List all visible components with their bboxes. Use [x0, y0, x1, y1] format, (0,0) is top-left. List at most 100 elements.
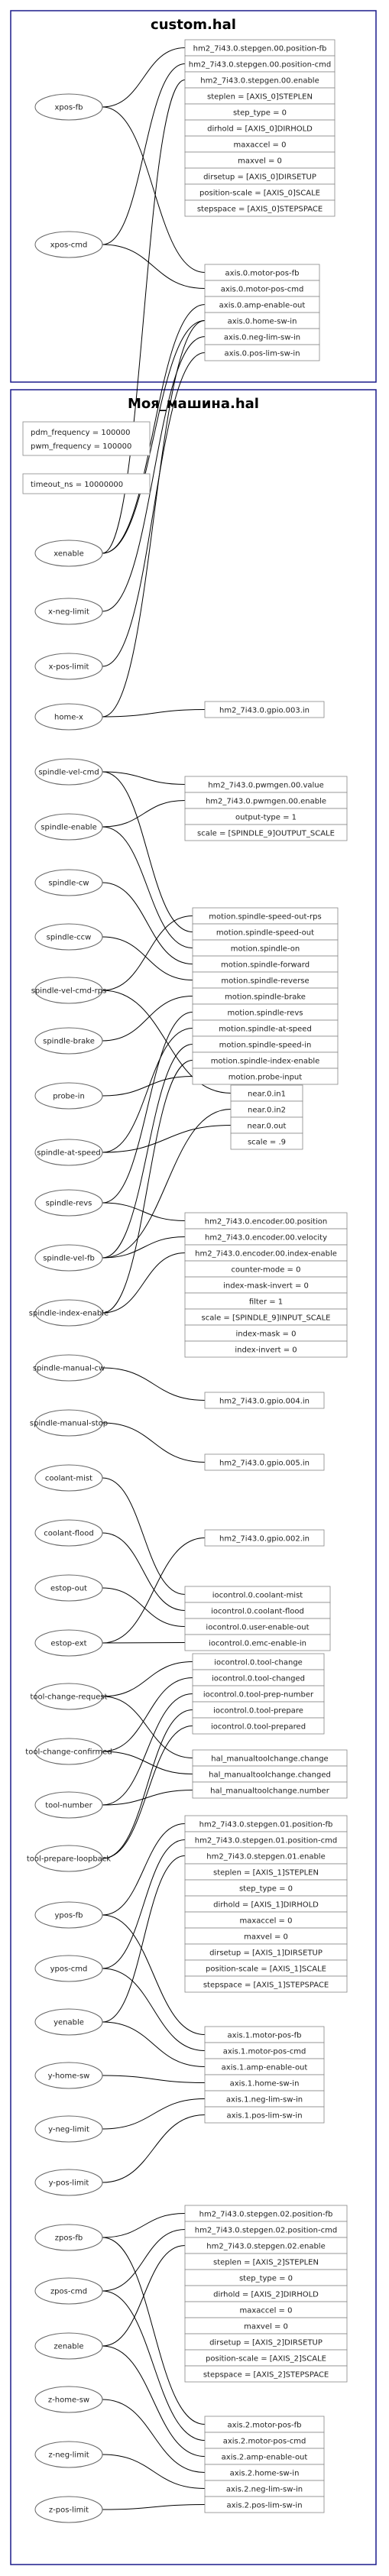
- wire-xpos-cmd-to-hm2-7i43-0-stepgen-00-position-cmd: [102, 63, 186, 245]
- pin-label-hm2-7i43-0-stepgen-00-position-cmd: hm2_7i43.0.stepgen.00.position-cmd: [189, 61, 331, 70]
- wire-xpos-cmd-to-axis-0-motor-pos-cmd: [102, 244, 206, 289]
- pin-label-motion-spindle-index-enable: motion.spindle-index-enable: [211, 1058, 320, 1066]
- pin-label-axis-2-motor-pos-cmd: axis.2.motor-pos-cmd: [223, 2438, 306, 2446]
- pin-label-axis-2-pos-lim-sw-in: axis.2.pos-lim-sw-in: [226, 2502, 302, 2510]
- signal-wires: [102, 47, 232, 2510]
- signal-label-coolant-mist: coolant-mist: [45, 1475, 92, 1483]
- signal-node-ypos-fb: [34, 1901, 103, 1929]
- motion-spindle-node: motion.spindle-speed-out-rps motion.spind…: [192, 907, 339, 1085]
- wire-coolant-flood-to-iocontrol-0-coolant-flood: [102, 1532, 186, 1611]
- wire-spindle-revs-to-motion-spindle-revs: [102, 1012, 193, 1204]
- wire-spindle-index-enable-to-motion-spindle-index-enable: [102, 1060, 193, 1314]
- wire-estop-out-to-iocontrol-0-user-enable-out: [102, 1587, 186, 1627]
- signal-label-ypos-cmd: ypos-cmd: [50, 1965, 88, 1974]
- param-label-index-invert-0: index-invert = 0: [235, 1346, 297, 1355]
- param-text-pwm-frequency-100000: pwm_frequency = 100000: [31, 442, 131, 451]
- signal-z-neg-limit: z-neg-limit: [34, 2441, 103, 2468]
- pin-label-hm2-7i43-0-stepgen-02-enable: hm2_7i43.0.stepgen.02.enable: [206, 2243, 325, 2251]
- wire-xenable-to-axis-0-home-sw-in: [102, 320, 206, 554]
- signal-xpos-fb: xpos-fb: [34, 93, 103, 121]
- signal-node-spindle-vel-cmd-rps: [34, 977, 103, 1004]
- signal-tool-number: tool-number: [34, 1791, 103, 1819]
- wire-estop-ext-to-hm2-7i43-0-gpio-002-in: [102, 1537, 206, 1644]
- signal-tool-change-confirmed: tool-change-confirmed: [25, 1738, 112, 1765]
- signal-label-spindle-vel-cmd: spindle-vel-cmd: [38, 769, 99, 777]
- pin-row-iocontrol-0-tool-prepared: [192, 1717, 325, 1735]
- wire-zpos-fb-to-axis-2-motor-pos-fb: [102, 2237, 206, 2425]
- pin-label-motion-spindle-revs: motion.spindle-revs: [228, 1009, 303, 1018]
- wire-spindle-ccw-to-motion-spindle-reverse: [102, 936, 193, 980]
- param-label-steplen-axis-0-steplen: steplen = [AXIS_0]STEPLEN: [207, 93, 313, 102]
- wire-spindle-cw-to-motion-spindle-forward: [102, 882, 193, 964]
- signal-yenable: yenable: [34, 2008, 103, 2036]
- wire-zpos-fb-to-hm2-7i43-0-stepgen-02-position-fb: [102, 2213, 186, 2238]
- param-label-dirsetup-axis-2-dirsetup: dirsetup = [AXIS_2]DIRSETUP: [209, 2339, 323, 2348]
- custom-hal-frame: [10, 10, 377, 383]
- pin-label-motion-spindle-forward: motion.spindle-forward: [221, 961, 310, 970]
- param-text-timeout-ns-10000000: timeout_ns = 10000000: [31, 481, 123, 489]
- pin-label-motion-spindle-speed-out: motion.spindle-speed-out: [216, 929, 314, 938]
- signal-node-spindle-at-speed: [34, 1139, 103, 1166]
- signal-label-tool-change-request: tool-change-request: [31, 1693, 108, 1702]
- param-label-stepspace-axis-0-stepspace: stepspace = [AXIS_0]STEPSPACE: [197, 206, 323, 214]
- signal-node-estop-ext: [34, 1629, 103, 1657]
- signal-node-y-home-sw: [34, 2062, 103, 2089]
- signal-spindle-manual-cw: spindle-manual-cw: [33, 1354, 105, 1382]
- param-label-filter-1: filter = 1: [249, 1298, 283, 1307]
- signal-coolant-flood: coolant-flood: [34, 1519, 103, 1547]
- wire-spindle-vel-fb-to-near-0-in2: [102, 1109, 232, 1259]
- pin-label-near-0-in1: near.0.in1: [248, 1090, 286, 1099]
- iocontrol-tool-node: iocontrol.0.tool-changeiocontrol.0.tool-…: [192, 1653, 325, 1735]
- param-label-step-type-0: step_type = 0: [239, 2275, 293, 2283]
- param-row-stepspace-axis-2-stepspace: [184, 2365, 348, 2383]
- param-label-maxvel-0: maxvel = 0: [238, 157, 282, 166]
- param-box-0: [22, 421, 151, 456]
- signal-label-spindle-at-speed: spindle-at-speed: [37, 1149, 100, 1158]
- signal-label-tool-number: tool-number: [45, 1802, 92, 1810]
- wire-ypos-fb-to-axis-1-motor-pos-fb: [102, 1914, 206, 2035]
- signal-z-home-sw: z-home-sw: [34, 2386, 103, 2413]
- signal-tool-change-request: tool-change-request: [31, 1683, 108, 1710]
- signal-ypos-fb: ypos-fb: [34, 1901, 103, 1929]
- pin-label-axis-0-amp-enable-out: axis.0.amp-enable-out: [219, 302, 306, 310]
- signal-node-zpos-cmd: [34, 2277, 103, 2305]
- signal-estop-ext: estop-ext: [34, 1629, 103, 1657]
- pin-label-axis-2-amp-enable-out: axis.2.amp-enable-out: [222, 2454, 308, 2462]
- signal-spindle-vel-fb: spindle-vel-fb: [34, 1244, 103, 1272]
- signal-spindle-at-speed: spindle-at-speed: [34, 1139, 103, 1166]
- param-label-index-mask-invert-0: index-mask-invert = 0: [223, 1282, 309, 1291]
- param-label-maxaccel-0: maxaccel = 0: [240, 1917, 293, 1926]
- signal-label-tool-change-confirmed: tool-change-confirmed: [25, 1748, 112, 1757]
- wire-xenable-to-axis-0-amp-enable-out: [102, 304, 206, 554]
- signal-zpos-fb: zpos-fb: [34, 2224, 103, 2251]
- signal-node-spindle-ccw: [34, 923, 103, 951]
- signal-tool-prepare-loopback: tool-prepare-loopback: [27, 1845, 111, 1872]
- wire-x-pos-limit-to-axis-0-pos-lim-sw-in: [102, 352, 206, 667]
- pin-row-hm2-7i43-0-gpio-002-in: [204, 1529, 325, 1547]
- wire-z-neg-limit-to-axis-2-neg-lim-sw-in: [102, 2454, 206, 2489]
- signal-label-estop-ext: estop-ext: [50, 1640, 86, 1648]
- pin-label-hm2-7i43-0-gpio-005-in: hm2_7i43.0.gpio.005.in: [219, 1460, 310, 1468]
- wire-spindle-at-speed-to-motion-spindle-at-speed: [102, 1028, 193, 1153]
- axis-0-node: axis.0.motor-pos-fbaxis.0.motor-pos-cmda…: [204, 264, 320, 361]
- pin-label-hm2-7i43-0-stepgen-00-enable: hm2_7i43.0.stepgen.00.enable: [200, 77, 319, 86]
- wire-spindle-manual-cw-to-hm2-7i43-0-gpio-004-in: [102, 1367, 206, 1401]
- signal-label-spindle-cw: spindle-cw: [48, 880, 89, 888]
- pin-label-axis-1-pos-lim-sw-in: axis.1.pos-lim-sw-in: [226, 2112, 302, 2121]
- signal-node-zpos-fb: [34, 2224, 103, 2251]
- signal-spindle-vel-cmd-rps: spindle-vel-cmd-rps: [31, 977, 106, 1004]
- signal-label-zenable: zenable: [53, 2343, 83, 2351]
- wire-spindle-vel-fb-to-hm2-7i43-0-encoder-00-velocity: [102, 1236, 186, 1259]
- signal-node-tool-number: [34, 1791, 103, 1819]
- pin-label-motion-spindle-speed-out-rps: motion.spindle-speed-out-rps: [209, 913, 321, 922]
- signal-label-yenable: yenable: [53, 2019, 84, 2027]
- wire-tool-change-request-to-hal-manualtoolchange-change: [102, 1696, 193, 1758]
- param-label-steplen-axis-1-steplen: steplen = [AXIS_1]STEPLEN: [213, 1869, 319, 1878]
- signal-z-pos-limit: z-pos-limit: [34, 2496, 103, 2523]
- param-label-dirhold-axis-1-dirhold: dirhold = [AXIS_1]DIRHOLD: [213, 1901, 319, 1910]
- pin-label-near-0-in2: near.0.in2: [248, 1107, 286, 1115]
- wire-ypos-cmd-to-axis-1-motor-pos-cmd: [102, 1968, 206, 2051]
- pin-label-hm2-7i43-0-gpio-003-in: hm2_7i43.0.gpio.003.in: [219, 707, 310, 715]
- param-label-index-mask-0: index-mask = 0: [236, 1330, 297, 1339]
- wire-spindle-at-speed-to-near-0-out: [102, 1125, 232, 1153]
